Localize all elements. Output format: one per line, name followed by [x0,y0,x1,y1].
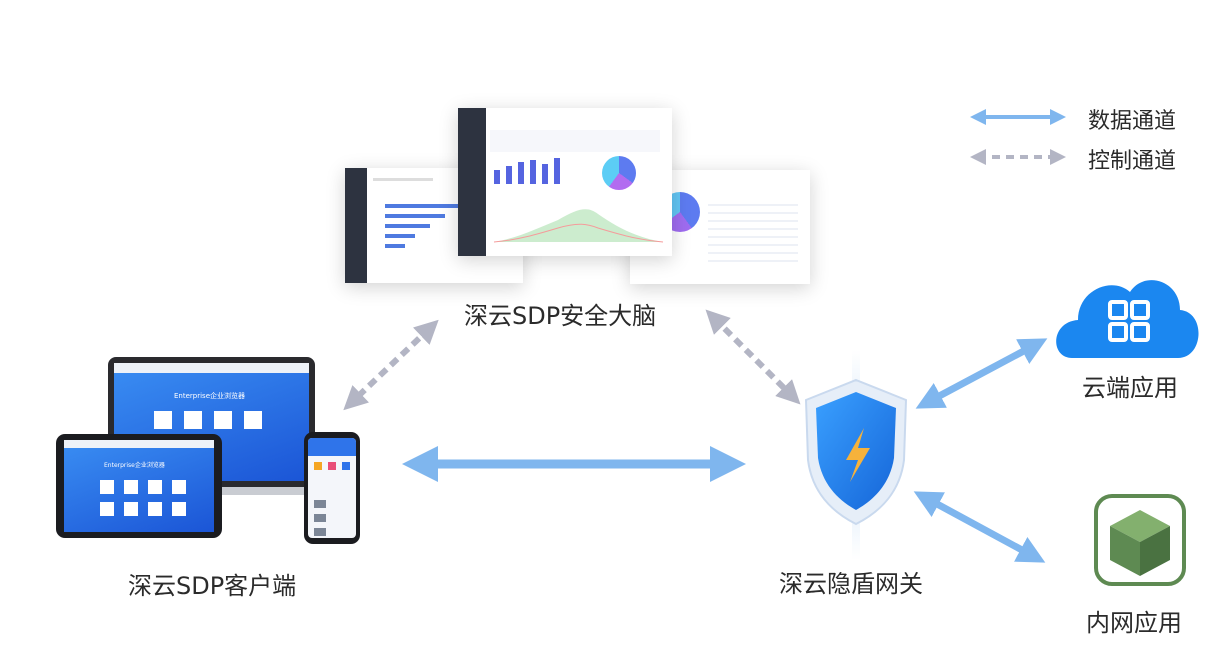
tablet: Enterprise企业浏览器 [56,434,222,538]
legend-data-label: 数据通道 [1088,109,1177,134]
brain-label: 深云SDP安全大脑 [464,302,657,330]
intranet-app-label: 内网应用 [1086,609,1182,637]
control-arrow-brain-client [343,319,439,411]
data-arrow-gateway-intranet [913,491,1046,563]
tablet-screen: Enterprise企业浏览器 [64,440,214,532]
control-arrow-brain-gateway [705,309,801,405]
client-label: 深云SDP客户端 [128,572,297,600]
tablet-screen-title: Enterprise企业浏览器 [104,462,165,469]
data-arrow-gateway-cloud [915,338,1048,409]
phone-screen [308,438,356,538]
cloud-app-label: 云端应用 [1082,374,1178,402]
intranet-app-frame [1094,494,1186,586]
dashboard-screen-center [458,108,672,256]
legend-control-label: 控制通道 [1088,149,1177,174]
gateway-label: 深云隐盾网关 [779,570,923,598]
laptop-screen-title: Enterprise企业浏览器 [174,392,246,400]
phone [304,432,360,544]
